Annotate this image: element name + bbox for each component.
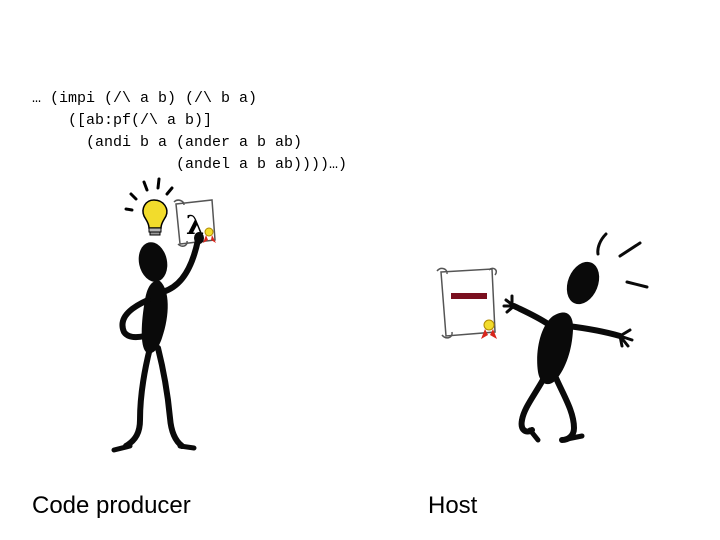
code-line-2: ([ab:pf(/\ a b)] [32,112,213,129]
code-producer-label: Code producer [32,492,191,519]
proof-code-block: … (impi (/\ a b) (/\ b a) ([ab:pf(/\ a b… [32,88,347,176]
code-line-4: (andel a b ab))))…) [32,156,348,173]
code-line-1: … (impi (/\ a b) (/\ b a) [32,90,258,107]
scroll-icon [436,267,498,339]
code-line-3: (andi b a (ander a b ab) [32,134,303,151]
scroll-bar-mark [451,293,487,299]
code-producer-figure [111,232,204,453]
lightbulb-icon [124,177,174,236]
host-label: Host [428,492,478,519]
host-figure [502,232,649,443]
